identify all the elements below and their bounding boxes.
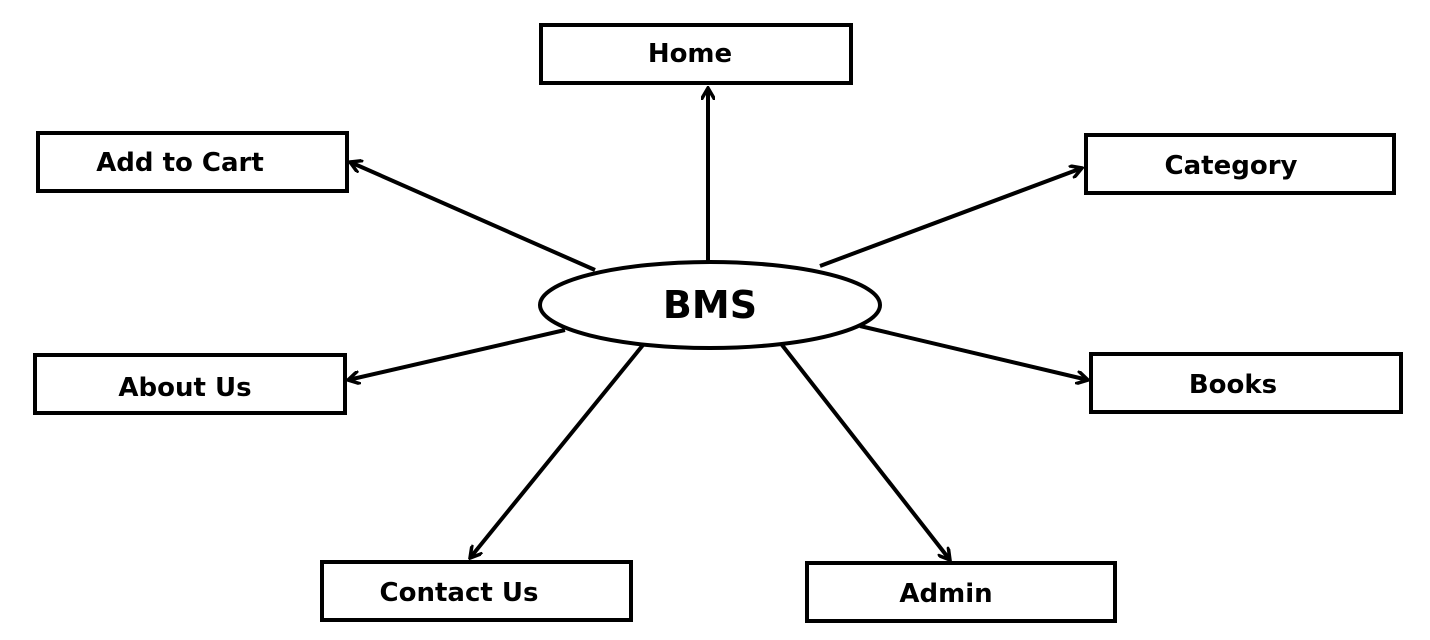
node-books-label: Books [1189,370,1277,400]
edges [348,88,1088,560]
node-home-box [539,23,853,85]
node-category: Category [1084,133,1396,195]
node-about-us-label: About Us [118,373,251,403]
node-home-label: Home [648,39,732,69]
node-books-box [1089,352,1403,414]
node-home: Home [539,23,853,85]
node-admin-label: Admin [899,579,992,609]
node-add-to-cart: Add to Cart [36,131,349,193]
arrow-to-contact-us [470,343,645,558]
center-ellipse [538,260,882,350]
node-about-us: About Us [33,353,347,415]
node-about-us-box [33,353,347,415]
node-admin-box [805,561,1117,623]
node-category-box [1084,133,1396,195]
arrow-to-category [819,168,1082,268]
node-contact-us-box [320,560,633,622]
arrow-to-add-to-cart [350,162,596,272]
node-add-to-cart-label: Add to Cart [96,148,264,178]
node-contact-us: Contact Us [320,560,633,622]
node-contact-us-label: Contact Us [380,578,539,608]
node-category-label: Category [1165,151,1298,181]
node-admin: Admin [805,561,1117,623]
center-label: BMS [663,283,757,327]
arrow-to-admin [780,343,950,560]
arrow-to-about-us [348,328,566,380]
center-node: BMS [538,260,882,350]
arrow-to-books [859,324,1088,380]
node-books: Books [1089,352,1403,414]
node-add-to-cart-box [36,131,349,193]
